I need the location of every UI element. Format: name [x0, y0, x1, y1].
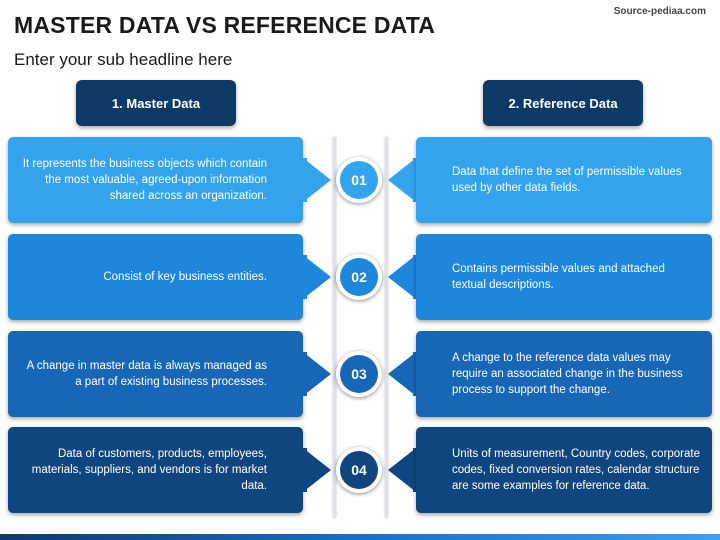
reference-card-text: Contains permissible values and attached… [452, 263, 665, 291]
step-number: 04 [340, 451, 378, 489]
bottom-accent-bar [0, 534, 720, 540]
master-card-pointer [303, 255, 331, 299]
reference-card-3: A change to the reference data values ma… [416, 331, 712, 417]
center-rail-right [385, 137, 388, 518]
step-badge-1: 01 [336, 157, 382, 203]
source-credit: Source-pediaa.com [613, 6, 706, 17]
reference-card-pointer [388, 255, 416, 299]
reference-card-text: Data that define the set of permissible … [452, 166, 682, 194]
master-card-3: A change in master data is always manage… [8, 331, 303, 417]
step-badge-3: 03 [336, 351, 382, 397]
master-card-text: Consist of key business entities. [103, 271, 267, 283]
page-title: MASTER DATA VS REFERENCE DATA [14, 12, 436, 38]
center-rail-left [333, 137, 336, 518]
master-card-text: A change in master data is always manage… [26, 360, 267, 388]
master-card-1: It represents the business objects which… [8, 137, 303, 223]
reference-card-4: Units of measurement, Country codes, cor… [416, 427, 712, 513]
column-header-reference-data: 2. Reference Data [483, 80, 643, 126]
reference-card-text: A change to the reference data values ma… [452, 352, 683, 396]
reference-card-pointer [388, 352, 416, 396]
step-badge-2: 02 [336, 254, 382, 300]
step-number: 01 [340, 161, 378, 199]
master-card-pointer [303, 158, 331, 202]
step-number: 03 [340, 355, 378, 393]
master-card-pointer [303, 352, 331, 396]
master-card-pointer [303, 448, 331, 492]
step-number: 02 [340, 258, 378, 296]
column-header-master-data: 1. Master Data [76, 80, 236, 126]
page-subtitle: Enter your sub headline here [14, 50, 233, 69]
reference-card-2: Contains permissible values and attached… [416, 234, 712, 320]
master-card-text: Data of customers, products, employees, … [31, 448, 267, 492]
reference-card-pointer [388, 158, 416, 202]
reference-card-text: Units of measurement, Country codes, cor… [452, 448, 701, 492]
reference-card-pointer [388, 448, 416, 492]
reference-card-1: Data that define the set of permissible … [416, 137, 712, 223]
master-card-2: Consist of key business entities. [8, 234, 303, 320]
master-card-text: It represents the business objects which… [22, 158, 267, 202]
master-card-4: Data of customers, products, employees, … [8, 427, 303, 513]
step-badge-4: 04 [336, 447, 382, 493]
